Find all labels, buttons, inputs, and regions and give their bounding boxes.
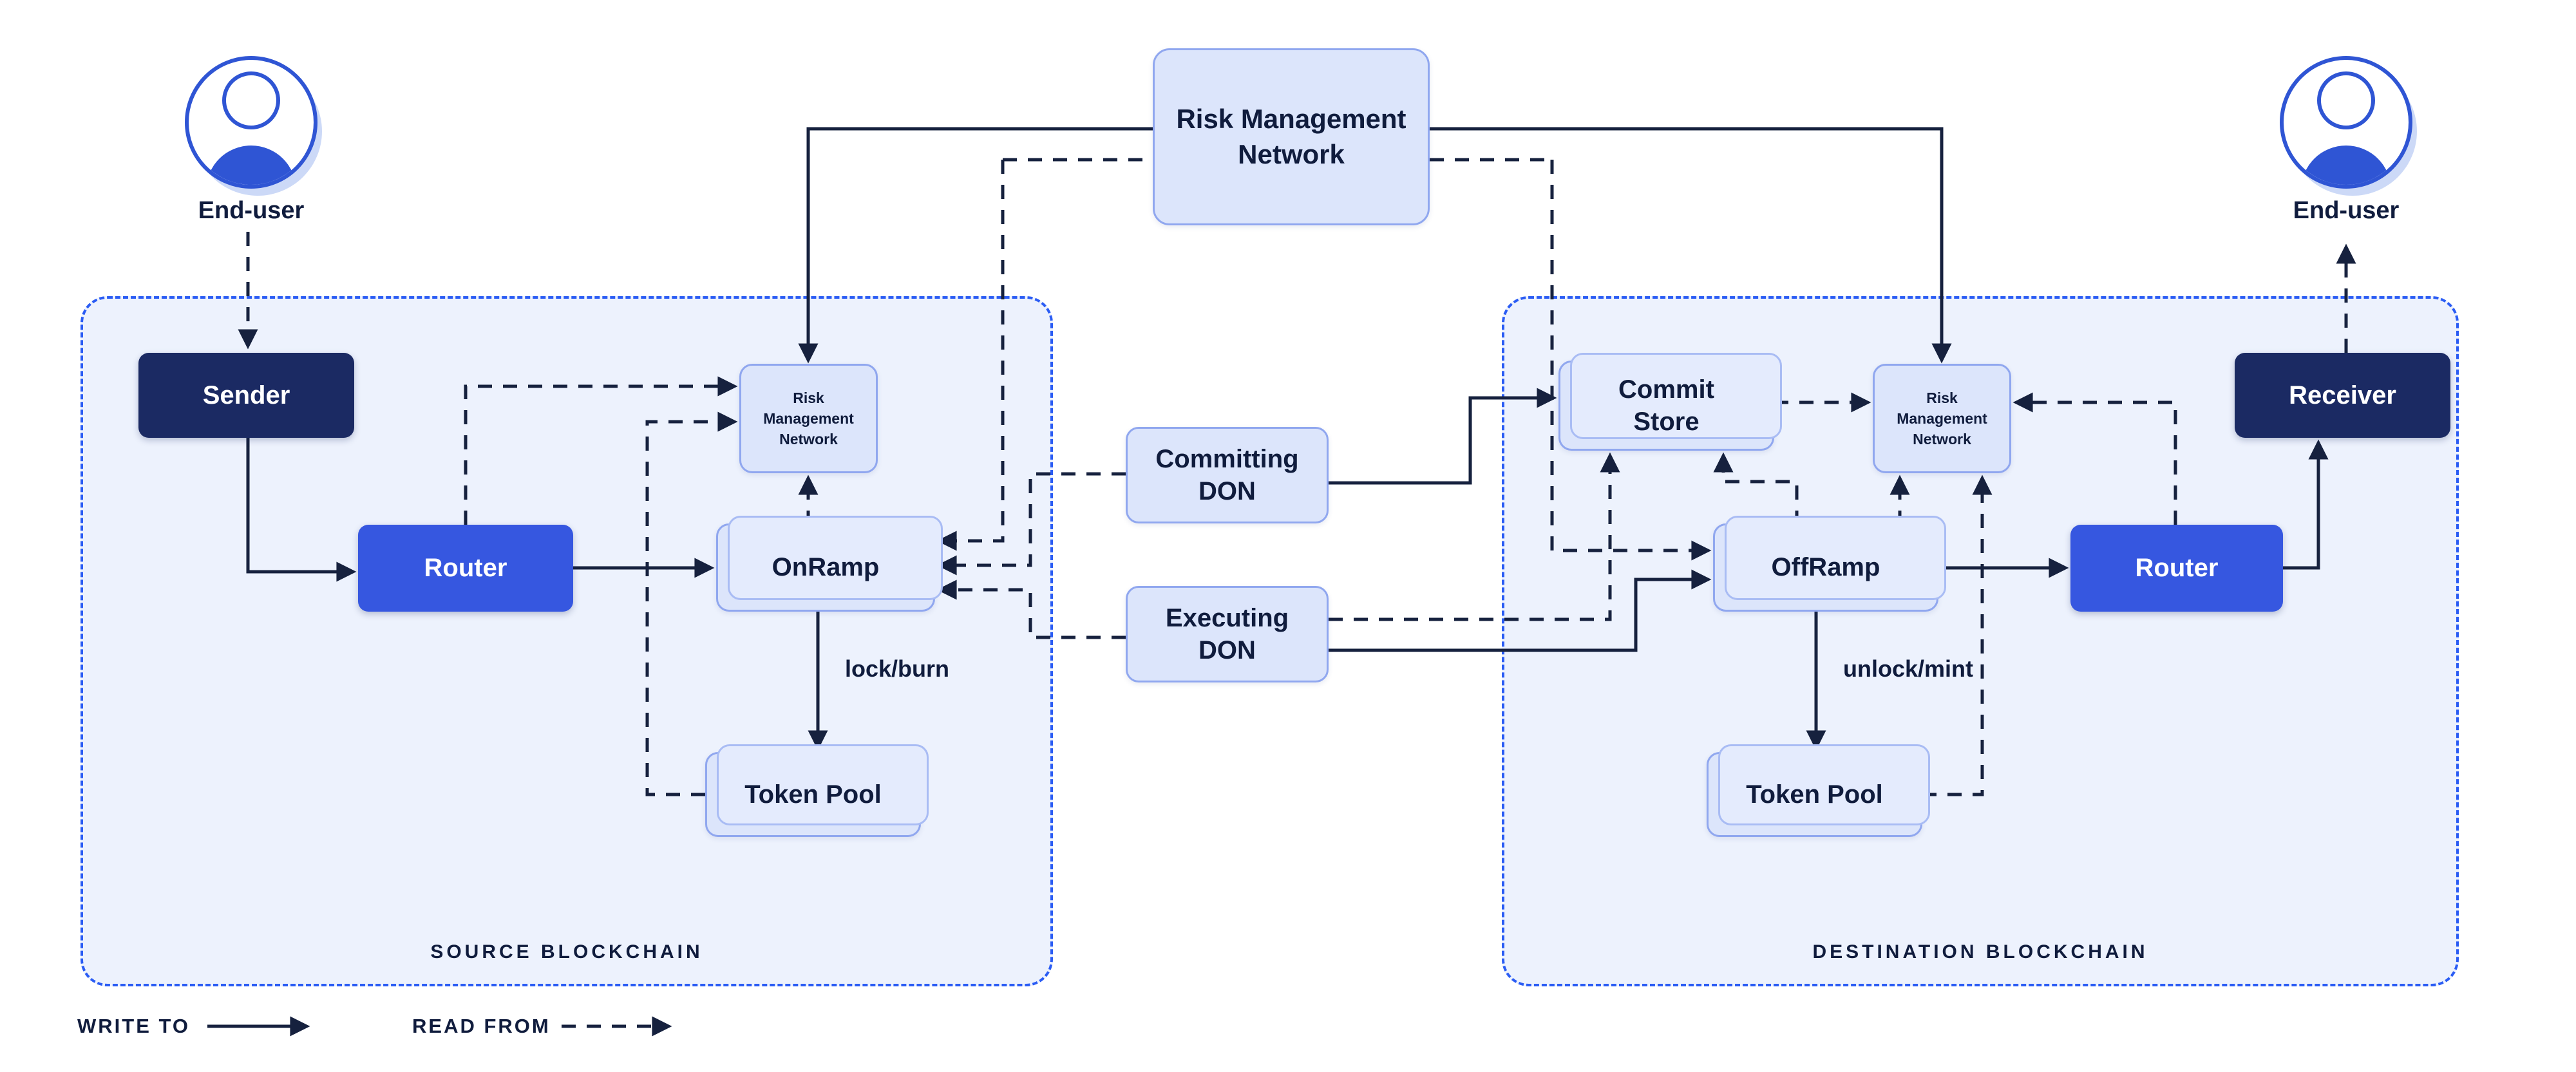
node-router-source: Router [358,525,573,612]
edge-committingdon-commitstore [1329,388,1557,485]
node-rmn-source: Risk Management Network [739,364,878,473]
source-blockchain-label: SOURCE BLOCKCHAIN [430,941,703,963]
router-dest-label: Router [2135,554,2219,582]
edge-committingdon-onramp [936,472,1126,576]
onramp-label: OnRamp [772,553,880,581]
router-source-label: Router [424,554,507,582]
node-router-dest: Router [2070,525,2283,612]
edge-tokenpool-rmn-source [645,411,738,796]
legend-read-from: READ FROM [412,1015,551,1037]
receiver-label: Receiver [2289,381,2396,409]
node-token-pool-source: Token Pool [705,752,921,837]
offramp-label: OffRamp [1771,553,1880,581]
edge-executingdon-offramp [1329,569,1712,652]
executing-don-label: Executing DON [1165,604,1289,664]
end-user-left-icon [174,45,328,209]
end-user-left-label: End-user [198,197,305,224]
edge-tokenpool-rmn-dest [1922,475,1993,796]
unlock-mint-label: unlock/mint [1843,655,1974,682]
edge-sender-router [246,438,357,582]
node-committing-don: Committing DON [1126,427,1329,523]
edge-bigrmn-rmn-dest [1430,127,1952,364]
edge-bigrmn-offramp [1550,160,1712,561]
lock-burn-label: lock/burn [845,655,950,682]
node-offramp: OffRamp [1713,523,1938,612]
committing-don-label: Committing DON [1155,445,1299,505]
legend-write-to: WRITE TO [77,1015,190,1037]
sender-label: Sender [202,381,290,409]
end-user-right-label: End-user [2293,197,2400,224]
token-pool-dest-label: Token Pool [1746,780,1883,809]
edge-router-rmn-source [464,376,738,525]
risk-management-top-label: Risk Management Network [1176,103,1406,169]
end-user-right-icon [2269,45,2423,209]
edge-bigrmn-rmn-source [798,127,1153,364]
token-pool-source-label: Token Pool [744,780,882,809]
commit-store-label: Commit Store [1618,375,1714,436]
rmn-source-label: Risk Management Network [763,389,854,448]
node-rmn-dest: Risk Management Network [1873,364,2011,473]
destination-blockchain-label: DESTINATION BLOCKCHAIN [1812,941,2148,963]
node-risk-management-network-top: Risk Management Network [1153,48,1430,225]
edge-bigrmn-onramp [936,160,1005,551]
node-sender: Sender [138,353,354,438]
edge-router-rmn-dest [2012,392,2177,525]
edge-router-receiver [2283,439,2329,570]
node-token-pool-dest: Token Pool [1707,752,1922,837]
edge-executingdon-onramp [936,579,1126,639]
node-receiver: Receiver [2235,353,2450,438]
rmn-dest-label: Risk Management Network [1897,389,1987,448]
node-executing-don: Executing DON [1126,586,1329,682]
edge-executingdon-commitstore [1329,452,1620,621]
node-onramp: OnRamp [716,523,935,612]
edge-offramp-commitstore [1713,452,1799,525]
node-commit-store: Commit Store [1558,361,1774,451]
